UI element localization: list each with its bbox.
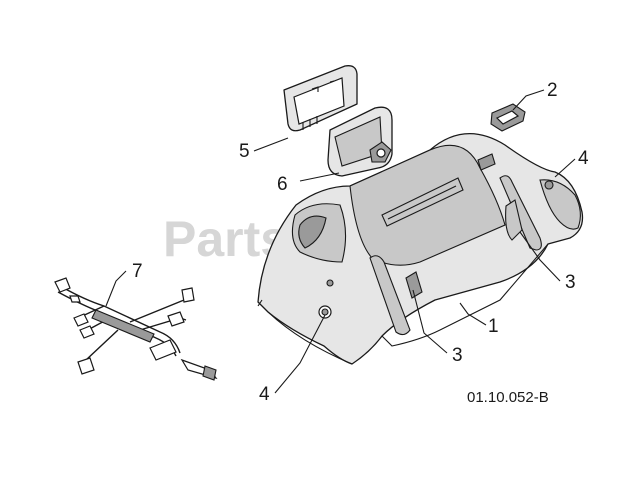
part-headlight-housing bbox=[327, 106, 393, 177]
callout-labels: 2 4 5 6 3 1 3 4 7 bbox=[132, 80, 589, 405]
callout-5: 5 bbox=[239, 141, 250, 162]
part-switch bbox=[490, 103, 526, 132]
callout-1: 1 bbox=[488, 316, 499, 337]
part-hood-panel bbox=[257, 133, 584, 365]
callout-7: 7 bbox=[132, 261, 143, 282]
part-wiring-harness bbox=[54, 277, 218, 381]
callout-2: 2 bbox=[547, 80, 558, 101]
callout-3-bottom: 3 bbox=[452, 345, 463, 366]
callout-leader-lines bbox=[105, 89, 576, 394]
callout-4-right: 4 bbox=[578, 148, 589, 169]
callout-3-right: 3 bbox=[565, 272, 576, 293]
part-lens-frame bbox=[283, 65, 358, 132]
diagram-code: 01.10.052-B bbox=[467, 389, 549, 406]
callout-4-bottom: 4 bbox=[259, 384, 270, 405]
callout-6: 6 bbox=[277, 174, 288, 195]
